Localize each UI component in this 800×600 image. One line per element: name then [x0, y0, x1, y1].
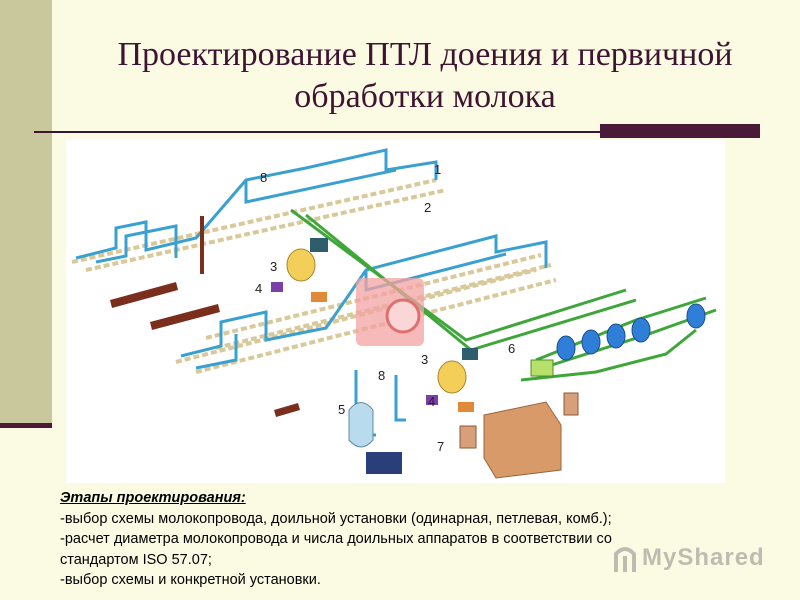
trough-1	[110, 282, 178, 308]
callout-3-upper: 3	[270, 259, 277, 274]
diagram-callouts: 1 2 3 4 8 3 4 5 6 7 8	[255, 162, 515, 454]
watermark-logo-icon	[614, 547, 636, 572]
valve-upper	[310, 238, 328, 252]
receiver-lower	[437, 360, 467, 394]
pipe-lower-1	[180, 234, 548, 358]
side-accent-bar	[0, 0, 52, 428]
green-pipe-1	[290, 208, 627, 342]
title-divider	[34, 131, 760, 133]
pump-lower	[426, 395, 438, 405]
stall-rails	[71, 178, 557, 374]
slide-title: Проектирование ПТЛ доения и первичной об…	[60, 34, 790, 118]
pumps	[271, 238, 478, 412]
callout-4-upper: 4	[255, 281, 262, 296]
slide-title-line-2: обработки молока	[294, 78, 556, 115]
feed-troughs	[110, 216, 300, 417]
milk-receivers	[286, 248, 579, 479]
title-divider-block	[600, 124, 760, 138]
pump-upper	[271, 282, 283, 292]
overlay-circle	[385, 298, 421, 334]
pipe-lower-2	[195, 334, 238, 370]
watermark-text: MyShared	[642, 544, 765, 571]
trough-2	[150, 304, 220, 330]
trough-3	[274, 403, 300, 417]
site-watermark: MyShared	[612, 540, 782, 580]
cluster-1	[556, 335, 576, 361]
pipe-upper-1	[75, 148, 438, 260]
pipe-upper-2	[95, 224, 178, 264]
rail-2	[85, 188, 447, 272]
callout-5: 5	[338, 402, 345, 417]
callout-7: 7	[437, 439, 444, 454]
milking-line-schematic: 1 2 3 4 8 3 4 5 6 7 8	[71, 148, 717, 479]
center-overlay-icon	[356, 278, 424, 346]
steps-heading: Этапы проектирования:	[60, 490, 246, 506]
receiver-upper	[286, 248, 316, 282]
cluster-4	[631, 317, 651, 343]
steps-line-3: стандартом ISO 57.07;	[60, 551, 212, 568]
green-pipe-5	[520, 328, 697, 382]
bulk-tank	[483, 401, 562, 479]
side-accent-underline	[0, 423, 52, 428]
steps-line-2: -расчет диаметра молокопровода и числа д…	[60, 531, 612, 547]
pipe-drop	[394, 375, 406, 422]
callout-8-upper: 8	[260, 170, 267, 185]
valve-lower	[462, 348, 478, 360]
callout-6: 6	[508, 341, 515, 356]
rail-1	[71, 178, 437, 264]
motor-lower	[458, 402, 474, 412]
cluster-5	[686, 303, 706, 329]
callout-1: 1	[434, 162, 441, 177]
milking-clusters	[556, 303, 706, 361]
milk-tank-5	[348, 402, 374, 448]
callout-4-lower: 4	[428, 394, 435, 409]
motor-upper	[311, 292, 327, 302]
post-1	[200, 216, 204, 274]
wash-unit-6	[530, 359, 554, 377]
cooler-unit	[366, 452, 402, 474]
callout-2: 2	[424, 200, 431, 215]
cluster-2	[581, 329, 601, 355]
cluster-3	[606, 323, 626, 349]
unit-7	[459, 425, 477, 449]
pipe-upper-3	[244, 168, 397, 204]
callout-8-lower: 8	[378, 368, 385, 383]
milking-line-diagram: 1 2 3 4 8 3 4 5 6 7 8	[66, 140, 725, 483]
design-steps: Этапы проектирования: -выбор схемы молок…	[60, 488, 790, 591]
unit-right	[563, 392, 579, 416]
callout-3-lower: 3	[421, 352, 428, 367]
steps-line-1: -выбор схемы молокопровода, доильной уст…	[60, 510, 612, 527]
slide-title-line-1: Проектирование ПТЛ доения и первичной	[117, 36, 733, 73]
steps-line-4: -выбор схемы и конкретной установки.	[60, 572, 321, 588]
